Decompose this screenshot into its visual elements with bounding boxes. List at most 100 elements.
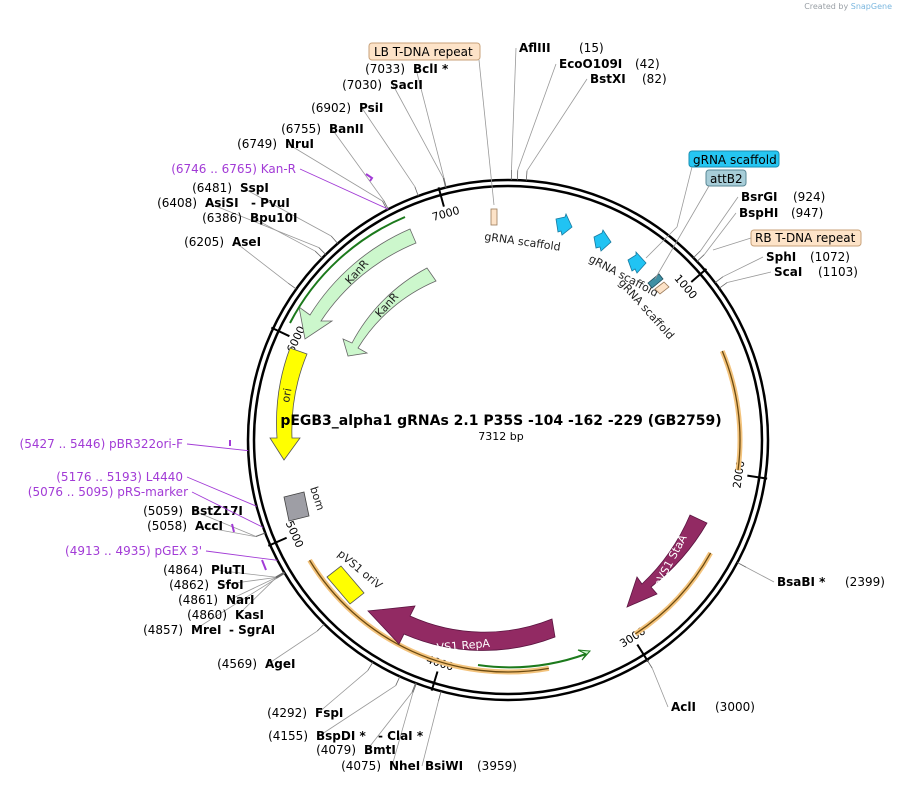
site-pluti[interactable]: (4864) PluTI	[163, 563, 245, 577]
site-scai[interactable]: ScaI(1103)	[774, 265, 858, 279]
site-name-acli: AclI	[671, 700, 696, 714]
site-name-sspi: SspI	[240, 181, 269, 195]
site-acli[interactable]: AclI (3000)	[671, 700, 755, 714]
site-bsrgi[interactable]: BsrGI (924)	[741, 190, 825, 204]
site-nari[interactable]: (4861)NarI	[178, 593, 254, 607]
site-banii[interactable]: (6755)BanII	[281, 122, 364, 136]
site-pos-ecoo109i: (42)	[635, 57, 660, 71]
rb-tdna-leader	[712, 237, 752, 251]
site-bsphi[interactable]: BspHI(947)	[739, 206, 823, 220]
site-nhei[interactable]: (4075)NheI	[341, 759, 420, 773]
grna-scaffold-feature-1[interactable]	[555, 212, 573, 236]
site-leader-sspi	[242, 187, 332, 237]
tick-label-1000: 1000	[672, 272, 700, 302]
grna-scaffold-leader-2	[645, 226, 678, 259]
grna-scaffold-feature-2[interactable]	[593, 229, 612, 252]
lb-tdna-feature[interactable]	[490, 208, 498, 226]
rb-tdna-label[interactable]: RB T-DNA repeat	[750, 229, 862, 247]
rb-tdna-feature[interactable]	[654, 281, 670, 295]
site-leader-fspi	[317, 670, 368, 714]
primer-kanr-primer[interactable]: (6746 .. 6765) Kan-R	[171, 162, 296, 176]
site-bstxi[interactable]: BstXI(82)	[590, 72, 667, 86]
site-tick-sphi	[714, 276, 724, 284]
site-sfoi[interactable]: (4862)SfoI	[169, 578, 243, 592]
primer-l4440[interactable]: (5176 .. 5193) L4440	[56, 470, 183, 484]
grna-scaffold-feature-3[interactable]	[627, 250, 647, 274]
site-asisi[interactable]: (6408)AsiSI- PvuI	[157, 196, 290, 210]
site-tick-bcli	[443, 177, 447, 188]
site-tick-fspi	[367, 661, 374, 671]
site-pos-sacii: (7030)	[342, 78, 382, 92]
site-name-nari: NarI	[226, 593, 255, 607]
site-name-bcli: BclI *	[413, 62, 449, 76]
site-agei[interactable]: (4569)AgeI	[217, 657, 295, 671]
site-leader-acli	[651, 668, 669, 708]
site-mrei[interactable]: (4857)MreI- SgrAI	[143, 623, 275, 637]
site-leader-scai	[727, 271, 772, 283]
site-sacii[interactable]: (7030)SacII	[342, 78, 423, 92]
site-bmti[interactable]: (4079)BmtI	[316, 743, 396, 757]
site-leader-bspdi	[318, 685, 396, 737]
ori-feature[interactable]	[269, 347, 308, 461]
site-tick-psii	[414, 186, 419, 197]
site-asei[interactable]: (6205)AseI	[184, 235, 261, 249]
site-name-sphi: SphI	[766, 250, 796, 264]
primer-pgex3[interactable]: (4913 .. 4935) pGEX 3'	[65, 544, 202, 558]
site-fspi[interactable]: (4292)FspI	[267, 706, 343, 720]
site-sphi[interactable]: SphI(1072)	[766, 250, 850, 264]
site-leader-bpu10i	[252, 217, 316, 252]
lb-tdna-label[interactable]: LB T-DNA repeat	[368, 42, 481, 61]
site-name-ecoo109i: EcoO109I	[559, 57, 622, 71]
bom-feature[interactable]	[283, 491, 310, 522]
site-bsiwi[interactable]: BsiWI(3959)	[425, 759, 517, 773]
primer-pbr322ori-f[interactable]: (5427 .. 5446) pBR322ori-F	[20, 437, 184, 451]
site-pos-acli: (3000)	[715, 700, 755, 714]
site-name-pluti: PluTI	[211, 563, 245, 577]
kanr-green-track	[289, 216, 406, 324]
kanr-feature-outer[interactable]	[298, 228, 417, 340]
site-name-bsrgi: BsrGI	[741, 190, 778, 204]
site-kasi[interactable]: (4860)KasI	[187, 608, 264, 622]
pvs1-oriv-feature[interactable]	[326, 565, 365, 605]
grna-scaffold-leader	[676, 166, 693, 228]
tick-3000	[636, 644, 649, 662]
tick-6000	[270, 326, 290, 338]
primer-prs-marker[interactable]: (5076 .. 5095) pRS-marker	[28, 485, 188, 499]
site-leader-nrui	[287, 143, 383, 202]
site-name-psii: PsiI	[359, 101, 383, 115]
site-sspi[interactable]: (6481)SspI	[192, 181, 269, 195]
brand-watermark: Created by SnapGene	[804, 2, 892, 11]
site-nrui[interactable]: (6749)NruI	[237, 137, 314, 151]
site-acci[interactable]: (5058)AccI	[147, 519, 223, 533]
attb2-feature[interactable]	[647, 273, 664, 289]
site-pos-nhei: (4075)	[341, 759, 381, 773]
site-name-sfoi: SfoI	[217, 578, 244, 592]
grna-scaffold-label[interactable]: gRNA scaffold	[688, 150, 780, 168]
attb2-label[interactable]: attB2	[705, 169, 747, 187]
site-pos-bsabi: (2399)	[845, 575, 885, 589]
site-leader-afliii	[511, 47, 517, 171]
ori-feature-label: ori	[279, 387, 294, 403]
site-pos-pluti: (4864)	[163, 563, 203, 577]
site-bcli[interactable]: (7033)BclI *	[365, 62, 449, 76]
plasmid-name: pEGB3_alpha1 gRNAs 2.1 P35S -104 -162 -2…	[280, 413, 721, 429]
site-tick-sfoi	[275, 572, 285, 578]
site-bpu10i[interactable]: (6386)Bpu10I	[202, 211, 297, 225]
site-pos-bpu10i: (6386)	[202, 211, 242, 225]
lb-tdna-label-text: LB T-DNA repeat	[374, 45, 473, 59]
kanr-feature-inner[interactable]	[342, 267, 437, 357]
site-ecoo109i[interactable]: EcoO109I (42)	[559, 57, 660, 71]
site-pos-bsrgi: (924)	[793, 190, 825, 204]
site-leader-pluti	[213, 569, 276, 578]
pvs1-repa-feature[interactable]	[367, 605, 556, 651]
tick-label-2000: 2000	[730, 460, 747, 490]
site-name-fspi: FspI	[315, 706, 343, 720]
site-bspdi[interactable]: (4155)BspDI *- ClaI *	[268, 729, 424, 743]
site-bstz17i[interactable]: (5059)BstZ17I	[143, 504, 243, 518]
site-psii[interactable]: (6902)PsiI	[311, 101, 383, 115]
site-bsabi[interactable]: BsaBI *(2399)	[777, 575, 885, 589]
primer-leader-kanr-primer	[299, 168, 389, 210]
pvs1-staa-feature[interactable]	[626, 514, 708, 608]
site-afliii[interactable]: AflIII(15)	[519, 41, 604, 55]
primer-leader-prs-marker	[191, 491, 264, 528]
